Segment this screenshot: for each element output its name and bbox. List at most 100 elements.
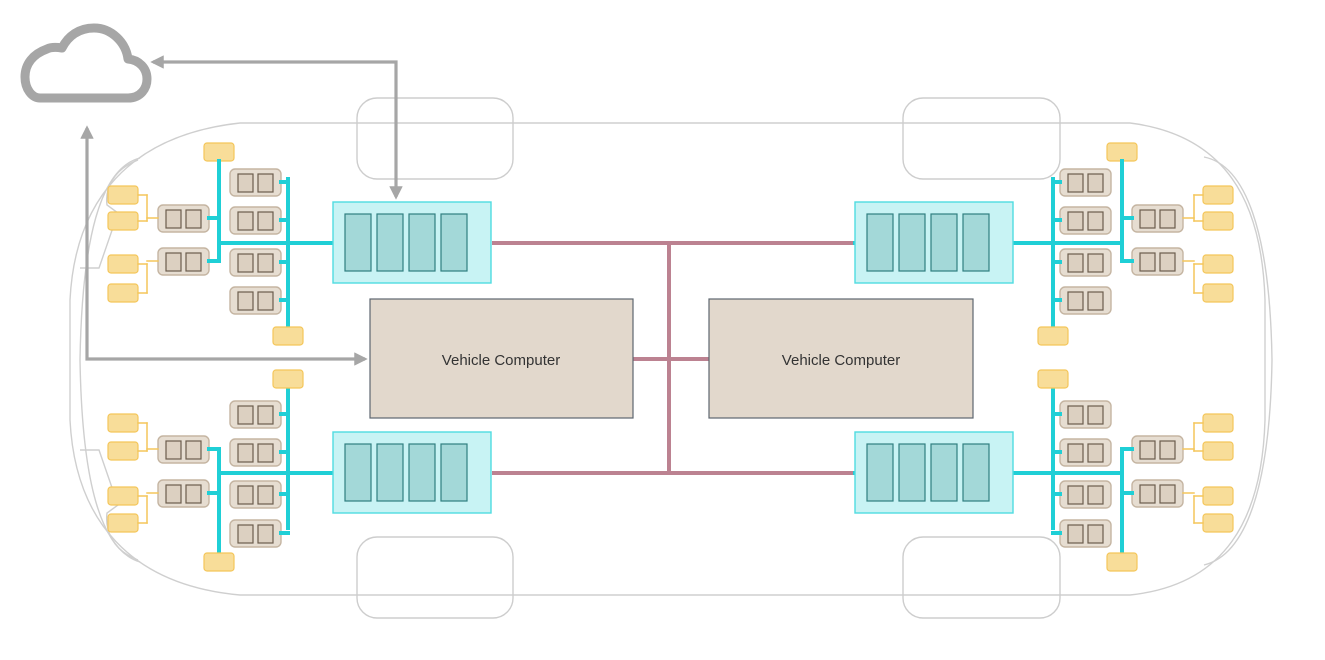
ecu-module xyxy=(1059,519,1112,548)
ecu-slot xyxy=(1159,440,1176,460)
ecu-slot xyxy=(165,440,182,460)
zone-controller-slot xyxy=(376,443,404,502)
ecu-slot xyxy=(1087,443,1104,463)
ecu-slot xyxy=(1159,484,1176,504)
vehicle-computer-left-label: Vehicle Computer xyxy=(442,352,560,369)
sensor-device xyxy=(203,142,235,162)
ecu-slot xyxy=(237,211,254,231)
sensor-device xyxy=(1202,254,1234,274)
zone-controller-slot xyxy=(866,213,894,272)
ecu-slot xyxy=(1139,209,1156,229)
sensor-device xyxy=(107,441,139,461)
ecu-module xyxy=(229,248,282,277)
ecu-slot xyxy=(1067,253,1084,273)
ecu-slot xyxy=(165,209,182,229)
ecu-module xyxy=(1131,435,1184,464)
ecu-slot xyxy=(237,443,254,463)
ecu-slot xyxy=(1159,252,1176,272)
ecu-slot xyxy=(1087,253,1104,273)
zone-controller-slot xyxy=(930,213,958,272)
ecu-module xyxy=(1059,206,1112,235)
ecu-module xyxy=(229,480,282,509)
ecu-slot xyxy=(1087,211,1104,231)
vehicle-computer-right-label: Vehicle Computer xyxy=(782,352,900,369)
ecu-slot xyxy=(1067,524,1084,544)
ecu-slot xyxy=(1087,173,1104,193)
zone-controller-slot xyxy=(440,213,468,272)
ecu-module xyxy=(229,168,282,197)
zone-front-left xyxy=(332,201,492,284)
ecu-module xyxy=(157,247,210,276)
sensor-device xyxy=(272,369,304,389)
ecu-slot xyxy=(237,524,254,544)
ecu-module xyxy=(229,438,282,467)
sensor-device xyxy=(1202,185,1234,205)
ecu-module xyxy=(229,286,282,315)
zone-front-right-cluster xyxy=(853,142,1234,346)
cloud-links xyxy=(80,55,403,366)
zone-front-left-cluster xyxy=(107,142,492,346)
ecu-slot xyxy=(237,253,254,273)
ecu-slot xyxy=(1067,405,1084,425)
sensor-device xyxy=(1106,552,1138,572)
ecu-slot xyxy=(257,211,274,231)
zone-controller-slot xyxy=(408,443,436,502)
sensor-device xyxy=(1202,513,1234,533)
zone-rear-right xyxy=(854,431,1014,514)
ecu-slot xyxy=(237,485,254,505)
zone-controller-slot xyxy=(344,213,372,272)
ecu-slot xyxy=(1087,485,1104,505)
ecu-slot xyxy=(1139,484,1156,504)
zone-rear-left xyxy=(332,431,492,514)
ecu-slot xyxy=(1087,524,1104,544)
ecu-slot xyxy=(165,484,182,504)
ecu-slot xyxy=(1067,211,1084,231)
ecu-slot xyxy=(257,253,274,273)
ecu-module xyxy=(157,479,210,508)
cloud-to-zone-arrow xyxy=(150,55,403,200)
ecu-slot xyxy=(257,524,274,544)
sensor-device xyxy=(107,283,139,303)
ecu-slot xyxy=(237,173,254,193)
sensor-device xyxy=(272,326,304,346)
zone-front-right xyxy=(854,201,1014,284)
sensor-device xyxy=(107,413,139,433)
ecu-slot xyxy=(1087,291,1104,311)
ecu-slot xyxy=(1067,443,1084,463)
sensor-device xyxy=(107,513,139,533)
zone-controller-slot xyxy=(866,443,894,502)
ecu-module xyxy=(157,204,210,233)
ecu-slot xyxy=(165,252,182,272)
ecu-module xyxy=(1059,438,1112,467)
ecu-slot xyxy=(1139,252,1156,272)
ecu-slot xyxy=(1067,291,1084,311)
zone-controller-slot xyxy=(898,443,926,502)
ecu-slot xyxy=(185,209,202,229)
ecu-slot xyxy=(1067,485,1084,505)
ecu-module xyxy=(229,400,282,429)
ecu-slot xyxy=(1159,209,1176,229)
zone-controller-slot xyxy=(962,443,990,502)
ecu-slot xyxy=(185,440,202,460)
ecu-module xyxy=(1131,247,1184,276)
ecu-slot xyxy=(237,291,254,311)
backbone-network xyxy=(492,241,855,475)
ecu-module xyxy=(229,206,282,235)
ecu-module xyxy=(1059,480,1112,509)
ecu-module xyxy=(1059,286,1112,315)
ecu-slot xyxy=(257,405,274,425)
wheel-rear-left xyxy=(356,536,514,619)
ecu-slot xyxy=(257,443,274,463)
cloud-icon xyxy=(20,23,152,103)
ecu-module xyxy=(1059,168,1112,197)
sensor-device xyxy=(1037,326,1069,346)
vehicle-computer-right: Vehicle Computer xyxy=(708,298,974,419)
sensor-device xyxy=(1202,283,1234,303)
sensor-device xyxy=(107,211,139,231)
zone-controller-slot xyxy=(376,213,404,272)
sensor-device xyxy=(203,552,235,572)
ecu-module xyxy=(1059,400,1112,429)
ecu-slot xyxy=(1139,440,1156,460)
